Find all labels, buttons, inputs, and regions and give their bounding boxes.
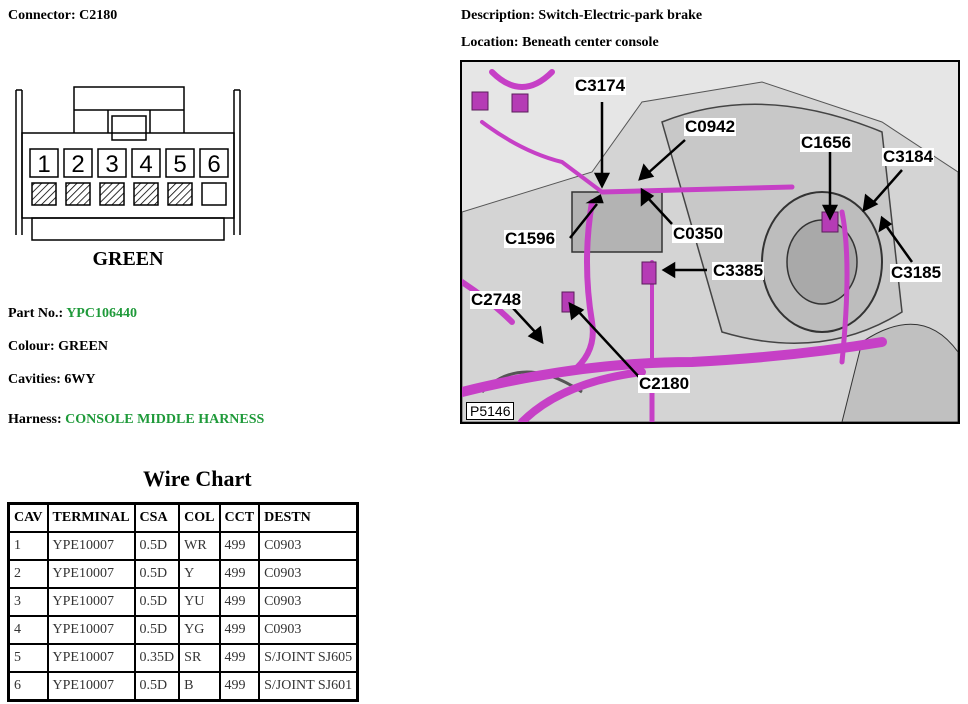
column-header: CCT [218,502,261,533]
harness: Harness: CONSOLE MIDDLE HARNESS [8,412,265,427]
pin-number-label: 2 [71,151,84,178]
colour: Colour: GREEN [8,339,108,354]
table-cell: S/JOINT SJ601 [258,671,359,702]
pin-number-label: 5 [173,151,186,178]
table-cell: B [178,671,221,702]
pin-number-label: 1 [37,151,50,178]
table-cell: C0903 [258,587,359,617]
connector-heading: Connector: C2180 [8,8,118,23]
pin-number-box [131,148,161,178]
table-cell: 5 [7,643,49,673]
table-cell: 4 [7,615,49,645]
table-cell: YPE10007 [46,559,136,589]
table-cell: WR [178,531,221,561]
wire-chart-title: Wire Chart [143,466,252,491]
pin-number-box [97,148,127,178]
callout-c0350: C0350 [672,224,725,243]
location-heading: Location: Beneath center console [461,35,659,50]
table-cell: 499 [218,587,261,617]
callout-c3184: C3184 [882,147,935,166]
table-cell: 0.35D [133,643,181,673]
pin-number-box [199,148,229,178]
cavity-indicator [99,182,125,206]
pin-number-box [165,148,195,178]
table-cell: YPE10007 [46,643,136,673]
table-cell: C0903 [258,531,359,561]
pin-number-box [29,148,59,178]
table-cell: YPE10007 [46,531,136,561]
cavities: Cavities: 6WY [8,372,96,387]
table-cell: C0903 [258,559,359,589]
table-cell: 0.5D [133,559,181,589]
part-number: Part No.: YPC106440 [8,306,137,321]
column-header: TERMINAL [46,502,136,533]
figure-id: P5146 [466,402,515,420]
pin-number-label: 3 [105,151,118,178]
callout-c3174: C3174 [574,76,627,95]
callout-leader-lines [511,102,914,379]
description-heading: Description: Switch-Electric-park brake [461,8,703,23]
table-cell: 1 [7,531,49,561]
table-cell: 0.5D [133,615,181,645]
table-cell: 6 [7,671,49,702]
table-cell: Y [178,559,221,589]
location-illustration: C3174 C0942 C1656 C3184 C1596 C0350 C338… [460,60,960,424]
table-cell: SR [178,643,221,673]
column-header: COL [178,502,221,533]
callout-c2748: C2748 [470,290,523,309]
table-cell: C0903 [258,615,359,645]
cavity-indicator [167,182,193,206]
table-cell: 499 [218,615,261,645]
table-cell: YPE10007 [46,615,136,645]
table-cell: 3 [7,587,49,617]
table-cell: YPE10007 [46,671,136,702]
table-cell: 499 [218,531,261,561]
table-cell: S/JOINT SJ605 [258,643,359,673]
cavity-indicator [201,182,227,206]
cavity-indicator [31,182,57,206]
column-header: CAV [7,502,49,533]
table-cell: 499 [218,643,261,673]
table-cell: 499 [218,559,261,589]
table-cell: YG [178,615,221,645]
column-header: CSA [133,502,181,533]
connector-colour-caption: GREEN [92,248,164,270]
callout-c2180: C2180 [638,374,691,393]
callout-c1596: C1596 [504,229,557,248]
table-cell: YPE10007 [46,587,136,617]
cavity-indicator [65,182,91,206]
pin-number-box [63,148,93,178]
callout-c3385: C3385 [712,261,765,280]
callout-c0942: C0942 [684,117,737,136]
table-cell: 499 [218,671,261,702]
cavity-indicator [133,182,159,206]
table-cell: 0.5D [133,671,181,702]
pin-number-label: 6 [207,151,220,178]
column-header: DESTN [258,502,359,533]
pin-number-label: 4 [139,151,152,178]
callout-c3185: C3185 [890,263,943,282]
callout-c1656: C1656 [800,133,853,152]
table-cell: YU [178,587,221,617]
table-cell: 0.5D [133,531,181,561]
table-cell: 2 [7,559,49,589]
table-cell: 0.5D [133,587,181,617]
